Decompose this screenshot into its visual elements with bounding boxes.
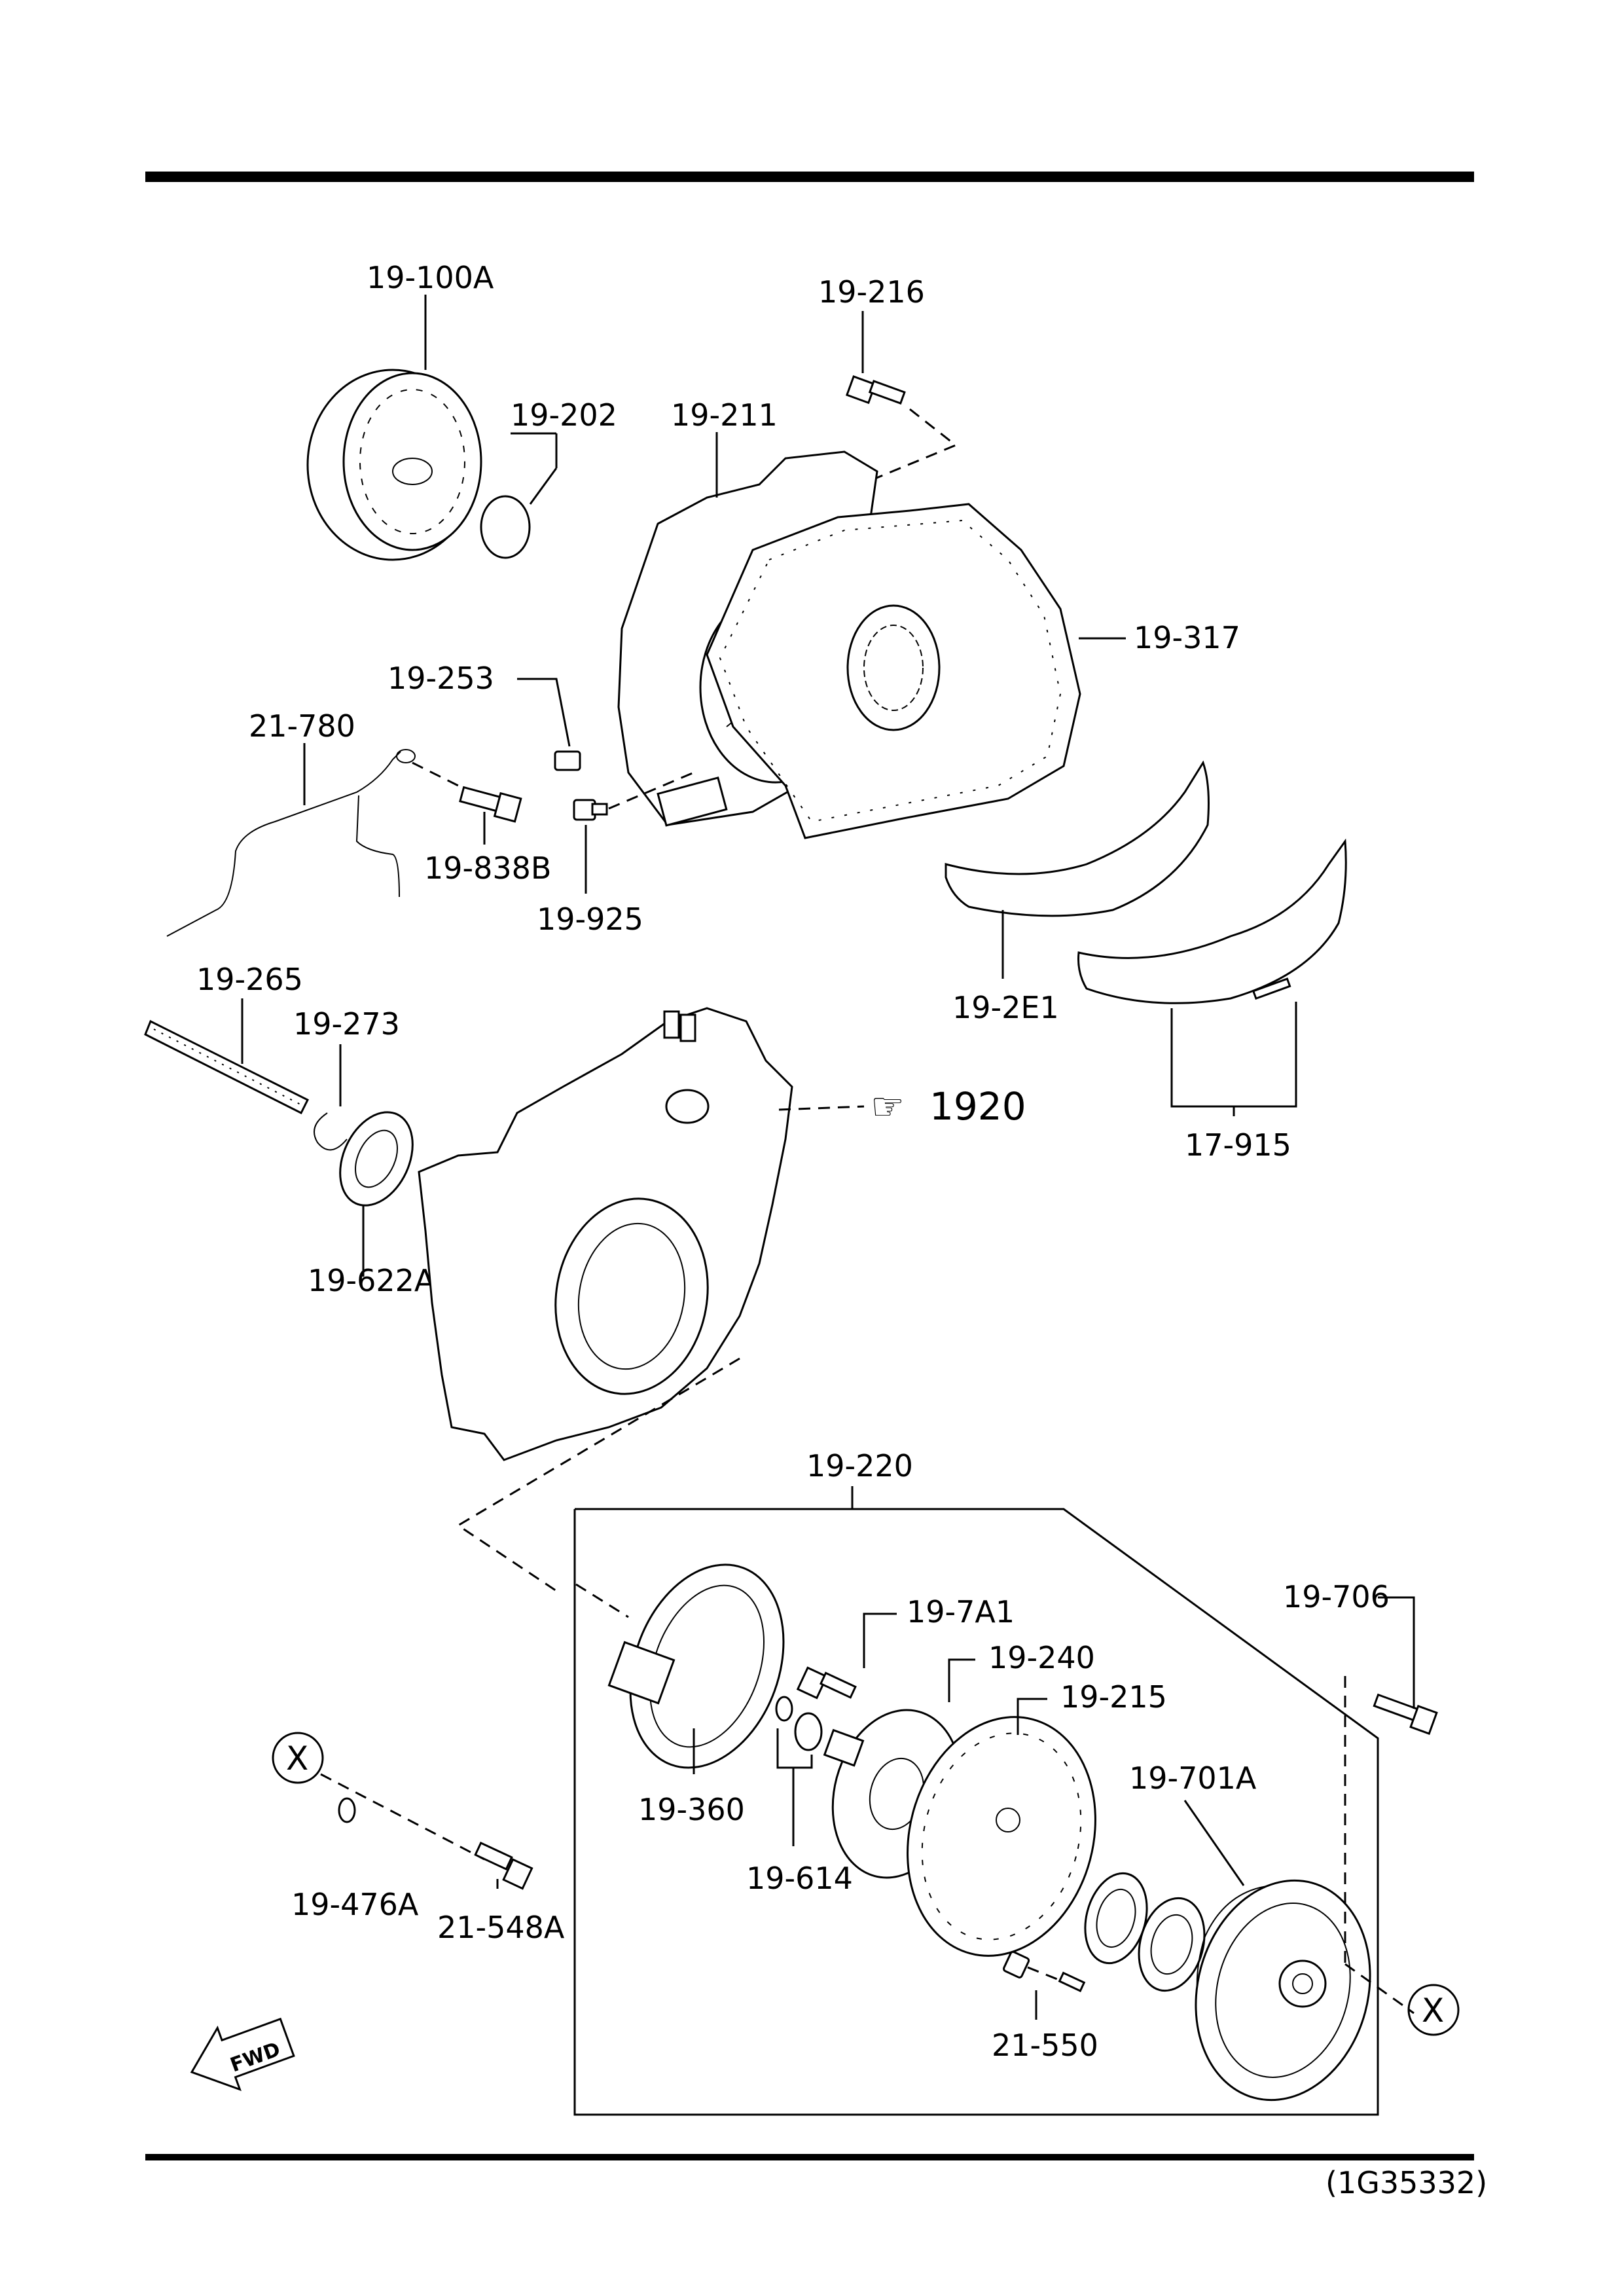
- plate-19-215-drawing: [907, 1716, 1096, 1957]
- shaft-19-265-drawing: [144, 1019, 310, 1115]
- seal-19-622A-drawing: [339, 1111, 414, 1207]
- label-19-476A: 19-476A: [291, 1887, 419, 1922]
- o-ring-19-476A-drawing: [338, 1797, 356, 1823]
- label-19-240: 19-240: [988, 1640, 1095, 1675]
- bolt-19-838B-drawing: [459, 786, 522, 823]
- snap-ring-19-273-drawing: [314, 1112, 348, 1151]
- transaxle-case-drawing: [418, 1007, 793, 1461]
- reference-symbol: ☞: [871, 1084, 905, 1129]
- label-19-216: 19-216: [818, 274, 925, 310]
- x-marker-left-label: X: [286, 1740, 308, 1777]
- label-21-550: 21-550: [992, 2028, 1098, 2063]
- assembly-box-19-220: [573, 1508, 1379, 2116]
- label-19-706: 19-706: [1283, 1579, 1390, 1614]
- bolt-19-925-drawing: [573, 799, 608, 821]
- rod-21-780-drawing: [166, 751, 401, 937]
- label-21-548A: 21-548A: [437, 1910, 565, 1945]
- label-19-701A: 19-701A: [1129, 1760, 1257, 1796]
- band-19-360-drawing: [607, 1563, 785, 1769]
- label-19-614: 19-614: [746, 1861, 853, 1896]
- pump-gear-drawing: [1084, 1872, 1206, 1992]
- label-19-211: 19-211: [671, 397, 778, 433]
- torque-converter-drawing: [306, 369, 482, 561]
- bottom-rule: [145, 2154, 1474, 2160]
- label-19-253: 19-253: [387, 661, 494, 696]
- bolt-19-706-drawing: [1373, 1693, 1438, 1736]
- label-19-360: 19-360: [638, 1792, 745, 1827]
- label-17-915: 17-915: [1185, 1127, 1291, 1163]
- label-19-100A: 19-100A: [367, 260, 494, 295]
- label-19-925: 19-925: [537, 902, 643, 937]
- label-19-220: 19-220: [806, 1448, 913, 1484]
- pump-body-19-701A-drawing: [1195, 1879, 1371, 2102]
- label-21-780: 21-780: [249, 708, 355, 744]
- label-19-2E1: 19-2E1: [952, 990, 1059, 1025]
- diagram-code: (1G35332): [1325, 2165, 1487, 2200]
- plug-19-253-drawing: [554, 750, 581, 771]
- gasket-plate-drawing: [706, 503, 1081, 839]
- x-marker-left: [272, 1732, 324, 1784]
- o-ring-drawing: [480, 495, 531, 559]
- x-marker-right: [1407, 1984, 1460, 2036]
- x-marker-right-label: X: [1422, 1992, 1444, 2030]
- top-rule: [145, 172, 1474, 182]
- clip-17-915-drawing: [1252, 977, 1291, 1000]
- label-19-622A: 19-622A: [308, 1263, 435, 1298]
- label-19-265: 19-265: [196, 962, 303, 997]
- label-19-317: 19-317: [1134, 620, 1240, 655]
- label-19-838B: 19-838B: [424, 850, 552, 886]
- shield-19-2E1-drawing: [945, 760, 1210, 917]
- o-ring-19-614-b-drawing: [794, 1712, 823, 1751]
- label-19-215: 19-215: [1060, 1679, 1167, 1715]
- reference-1920: 1920: [929, 1084, 1026, 1129]
- label-19-7A1: 19-7A1: [907, 1594, 1015, 1630]
- bolt-19-216-drawing: [845, 375, 906, 405]
- bolt-21-548A-drawing: [474, 1841, 533, 1890]
- fwd-arrow-icon: [190, 2017, 295, 2092]
- label-19-202: 19-202: [511, 397, 617, 433]
- bolt-19-7A1-drawing: [796, 1666, 857, 1700]
- bolt-21-550-drawing: [1003, 1950, 1086, 1992]
- o-ring-19-614-a-drawing: [775, 1696, 793, 1722]
- shield-17-915-drawing: [1077, 838, 1347, 1004]
- label-19-273: 19-273: [293, 1006, 400, 1042]
